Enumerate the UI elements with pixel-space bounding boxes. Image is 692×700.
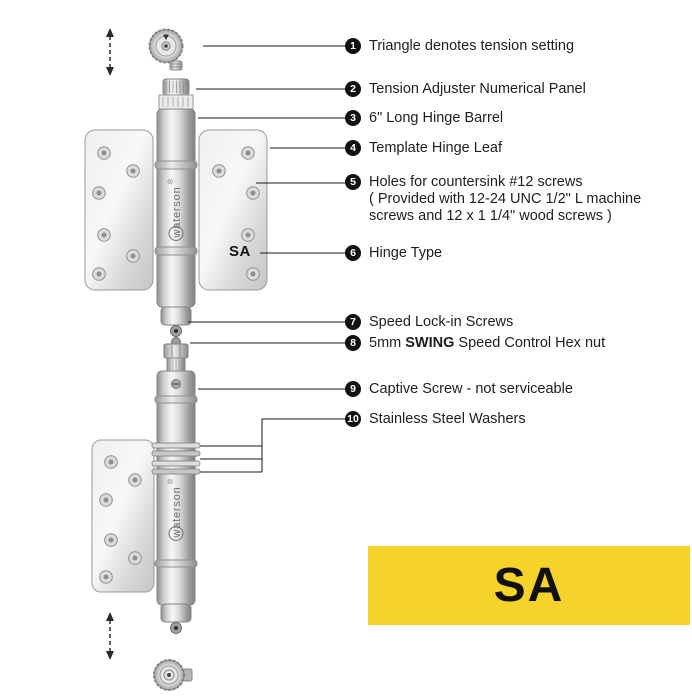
callout-1-number: 1: [345, 38, 361, 54]
hinge-leaf-right: [198, 129, 268, 291]
product-code-box: SA: [368, 546, 690, 625]
hinge-type-badge: SA: [229, 243, 251, 260]
callout-7-text: Speed Lock-in Screws: [369, 313, 514, 330]
svg-text:®: ®: [167, 478, 175, 484]
numerical-panel: [158, 94, 194, 110]
motion-arrow-bottom: [106, 612, 114, 660]
svg-text:waterson: waterson: [171, 486, 183, 538]
callout-6-text: Hinge Type: [369, 244, 443, 261]
callout-10-text: Stainless Steel Washers: [369, 410, 526, 427]
top-hinge-illustration: waterson ®: [84, 78, 268, 337]
tension-triangle-marker: [163, 34, 169, 40]
swing-hex-nut: [163, 337, 189, 359]
callout-9-text: Captive Screw - not serviceable: [369, 380, 573, 397]
leader-lines: [188, 45, 352, 473]
callout-5-text: Holes for countersink #12 screws ( Provi…: [369, 174, 642, 224]
callout-2-number: 2: [345, 81, 361, 97]
callout-5-number: 5: [345, 174, 361, 190]
callout-7: 7 Speed Lock-in Screws: [345, 313, 513, 331]
tension-knob-bottom: [153, 659, 193, 691]
callout-3-text: 6" Long Hinge Barrel: [369, 109, 504, 126]
stainless-steel-washers: [151, 442, 201, 475]
brand-logo-top: waterson ®: [167, 178, 184, 241]
tension-knob-top: [148, 28, 184, 71]
callout-10-number: 10: [345, 411, 361, 427]
callout-3-number: 3: [345, 110, 361, 126]
callout-1-text: Triangle denotes tension setting: [369, 37, 575, 54]
hinge-leaf-left: [84, 129, 154, 291]
svg-text:waterson: waterson: [171, 186, 183, 238]
bottom-hinge-illustration: waterson ®: [91, 337, 201, 634]
knurled-neck: [166, 357, 186, 372]
callout-8: 8 5mm SWING Speed Control Hex nut: [345, 334, 605, 352]
callout-3: 3 6" Long Hinge Barrel: [345, 109, 503, 127]
callout-8-text: 5mm SWING Speed Control Hex nut: [369, 334, 606, 351]
motion-arrow-top: [106, 28, 114, 76]
callout-1: 1 Triangle denotes tension setting: [345, 37, 574, 55]
callout-10: 10 Stainless Steel Washers: [345, 410, 526, 428]
hinge-leaf-bottom: [91, 439, 155, 593]
callout-2-text: Tension Adjuster Numerical Panel: [369, 80, 586, 97]
callout-6: 6 Hinge Type: [345, 244, 442, 262]
callout-6-number: 6: [345, 245, 361, 261]
callout-2: 2 Tension Adjuster Numerical Panel: [345, 80, 586, 98]
callout-4-number: 4: [345, 140, 361, 156]
callout-7-number: 7: [345, 314, 361, 330]
callout-9: 9 Captive Screw - not serviceable: [345, 380, 573, 398]
product-code-text: SA: [493, 559, 565, 612]
callout-4-text: Template Hinge Leaf: [369, 139, 502, 156]
brand-logo-bottom: waterson ®: [167, 478, 184, 541]
callout-5: 5 Holes for countersink #12 screws ( Pro…: [345, 174, 641, 225]
svg-text:®: ®: [167, 178, 175, 184]
tension-adjuster-cap: [162, 78, 190, 96]
callout-9-number: 9: [345, 381, 361, 397]
callout-4: 4 Template Hinge Leaf: [345, 139, 502, 157]
callout-8-number: 8: [345, 335, 361, 351]
